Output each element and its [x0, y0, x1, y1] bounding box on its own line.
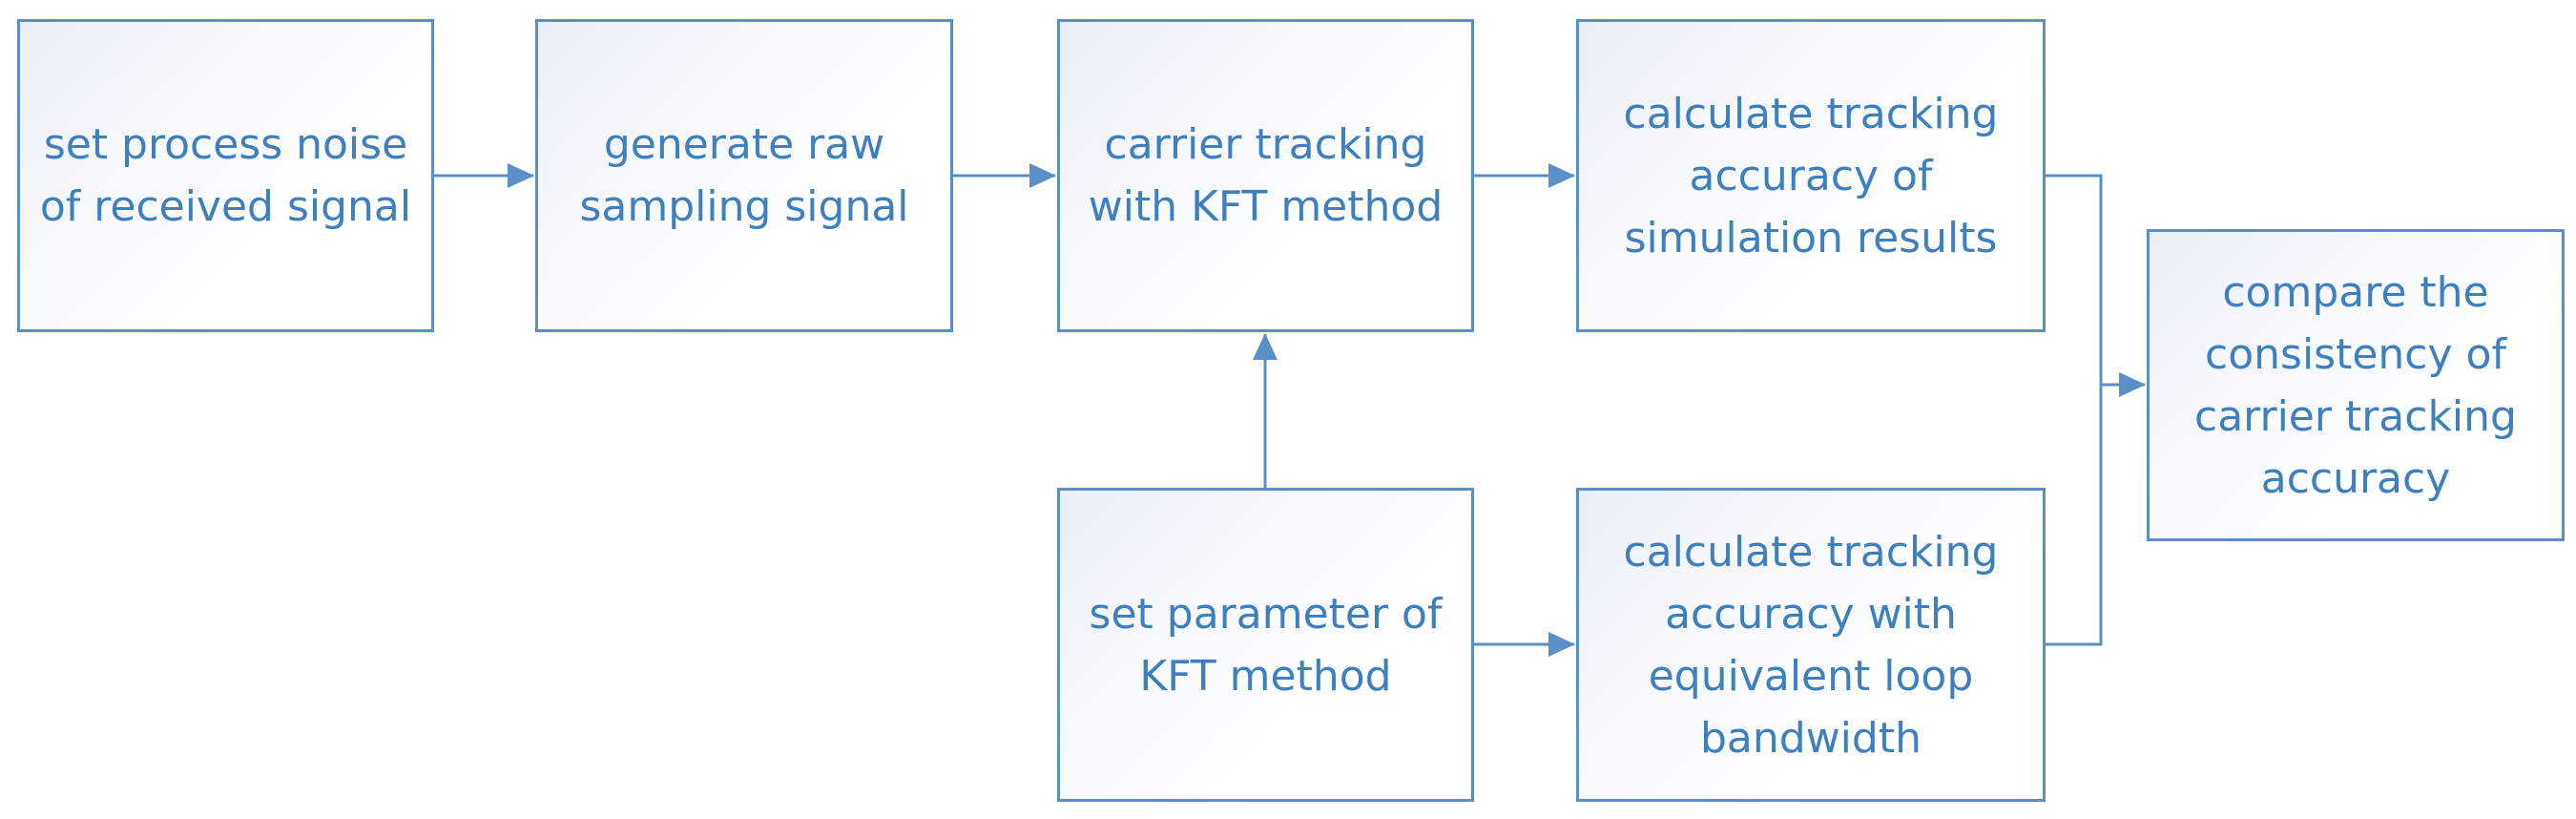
compare-consistency-label: compare the consistency of carrier track…: [2194, 267, 2517, 503]
carrier-tracking-box: carrier tracking with KFT method: [1057, 19, 1474, 332]
carrier-tracking-label: carrier tracking with KFT method: [1088, 120, 1444, 231]
simulation-accuracy-box: calculate tracking accuracy of simulatio…: [1576, 19, 2046, 332]
kft-parameter-box: set parameter of KFT method: [1057, 488, 1474, 802]
loop-bandwidth-accuracy-box: calculate tracking accuracy with equival…: [1576, 488, 2046, 802]
raw-signal-label: generate raw sampling signal: [579, 120, 909, 231]
connector-sim-to-merge: [2046, 174, 2103, 646]
raw-signal-box: generate raw sampling signal: [535, 19, 953, 332]
kft-parameter-label: set parameter of KFT method: [1089, 589, 1443, 701]
compare-consistency-box: compare the consistency of carrier track…: [2147, 229, 2565, 541]
simulation-accuracy-label: calculate tracking accuracy of simulatio…: [1623, 89, 1999, 262]
process-noise-box: set process noise of received signal: [17, 19, 434, 332]
process-noise-label: set process noise of received signal: [39, 120, 412, 231]
loop-bandwidth-accuracy-label: calculate tracking accuracy with equival…: [1623, 527, 1999, 763]
